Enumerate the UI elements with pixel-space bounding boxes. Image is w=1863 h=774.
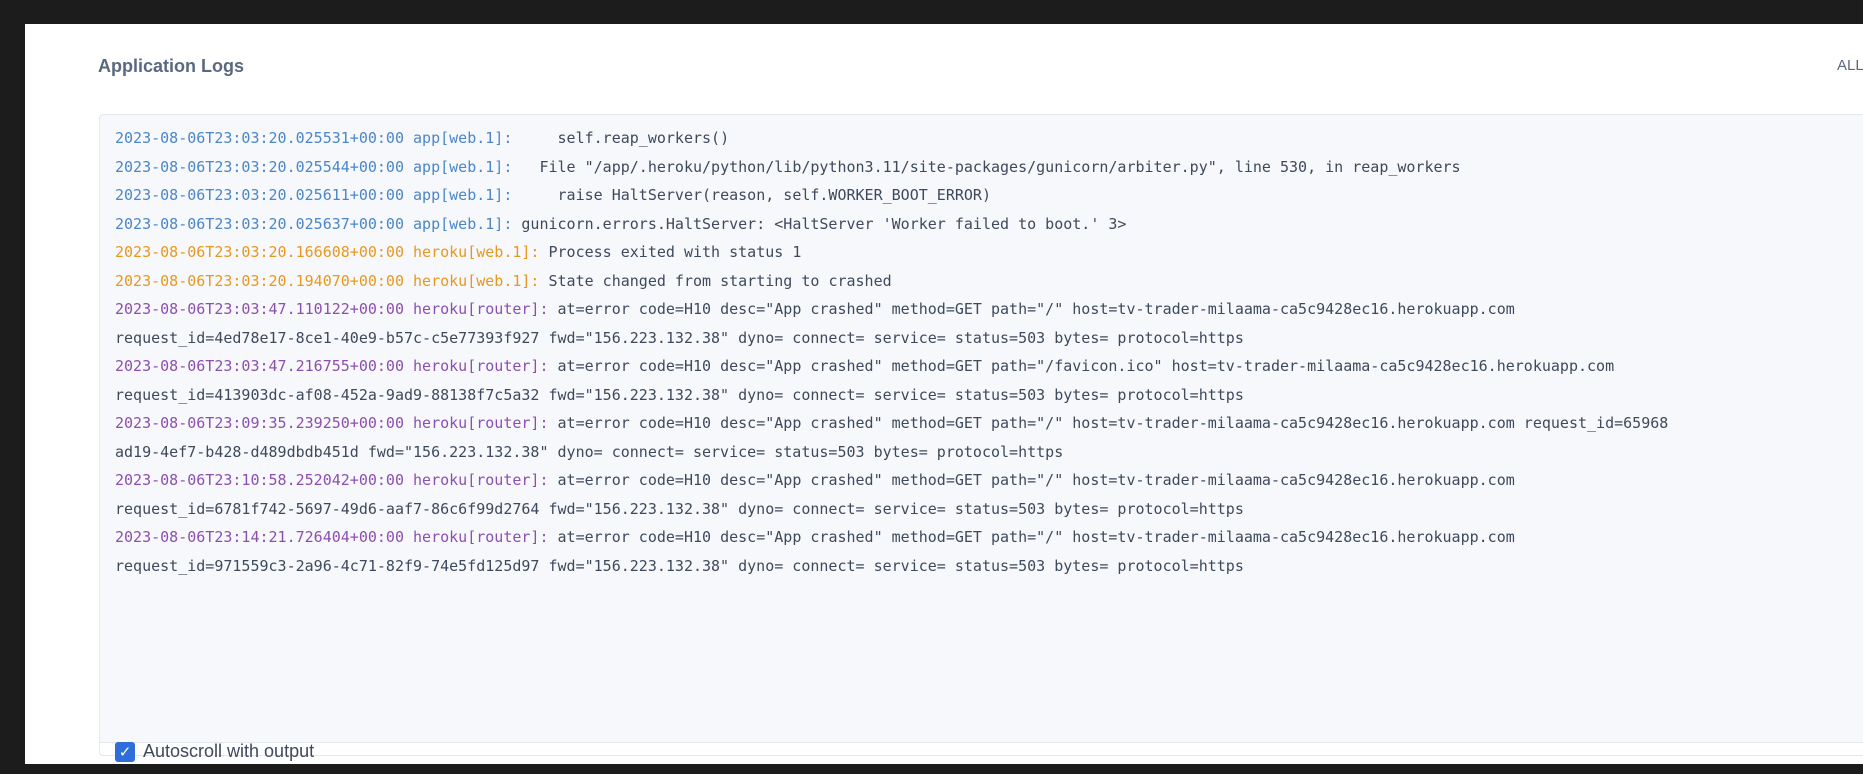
application-logs-panel: Application Logs ALL 2023-08-06T23:03:20… [25,24,1863,764]
log-source: heroku[router]: [413,528,549,546]
autoscroll-checkbox[interactable]: ✓ [115,741,135,762]
log-timestamp: 2023-08-06T23:03:20.025611+00:00 [115,186,404,204]
log-message: gunicorn.errors.HaltServer: <HaltServer … [512,214,1127,233]
log-line: 2023-08-06T23:03:47.216755+00:00 heroku[… [115,352,1863,381]
log-source: heroku[router]: [413,414,549,432]
log-timestamp: 2023-08-06T23:03:20.025637+00:00 [115,214,404,233]
log-timestamp: 2023-08-06T23:09:35.239250+00:00 [115,414,404,432]
log-line: 2023-08-06T23:03:20.025611+00:00 app[web… [115,181,1863,210]
log-message: Process exited with status 1 [539,243,802,261]
log-message: State changed from starting to crashed [539,271,892,290]
log-timestamp: 2023-08-06T23:03:20.025531+00:00 [115,129,404,147]
log-source: heroku[router]: [413,357,549,375]
autoscroll-option[interactable]: ✓ Autoscroll with output [115,741,314,762]
log-line: request_id=4ed78e17-8ce1-40e9-b57c-c5e77… [115,324,1863,353]
log-message: self.reap_workers() [512,129,730,147]
log-source: heroku[web.1]: [413,243,540,261]
log-line: 2023-08-06T23:03:20.025544+00:00 app[web… [115,153,1863,182]
log-message: at=error code=H10 desc="App crashed" met… [548,471,1515,489]
log-line: ad19-4ef7-b428-d489dbdb451d fwd="156.223… [115,438,1863,467]
log-line: 2023-08-06T23:09:35.239250+00:00 heroku[… [115,409,1863,438]
log-timestamp: 2023-08-06T23:03:20.194070+00:00 [115,271,404,290]
checkmark-icon: ✓ [118,742,132,761]
log-message: raise HaltServer(reason, self.WORKER_BOO… [512,186,992,204]
log-timestamp: 2023-08-06T23:10:58.252042+00:00 [115,471,404,489]
log-line: 2023-08-06T23:14:21.726404+00:00 heroku[… [115,523,1863,552]
log-line: 2023-08-06T23:03:20.025637+00:00 app[web… [115,210,1863,239]
log-source: heroku[web.1]: [413,271,540,290]
log-message: at=error code=H10 desc="App crashed" met… [548,414,1669,432]
log-line: request_id=6781f742-5697-49d6-aaf7-86c6f… [115,495,1863,524]
log-timestamp: 2023-08-06T23:14:21.726404+00:00 [115,528,404,546]
log-line: request_id=971559c3-2a96-4c71-82f9-74e5f… [115,552,1863,581]
log-message: ad19-4ef7-b428-d489dbdb451d fwd="156.223… [115,442,1064,461]
log-timestamp: 2023-08-06T23:03:47.216755+00:00 [115,357,404,375]
log-output[interactable]: 2023-08-06T23:03:20.025531+00:00 app[web… [99,114,1863,756]
log-source: heroku[router]: [413,300,549,318]
log-timestamp: 2023-08-06T23:03:47.110122+00:00 [115,300,404,318]
log-source: app[web.1]: [413,157,513,176]
log-line: 2023-08-06T23:03:20.025531+00:00 app[web… [115,124,1863,153]
log-timestamp: 2023-08-06T23:03:20.166608+00:00 [115,243,404,261]
log-timestamp: 2023-08-06T23:03:20.025544+00:00 [115,157,404,176]
log-message: at=error code=H10 desc="App crashed" met… [548,528,1515,546]
page-title: Application Logs [98,56,244,76]
log-message: File "/app/.heroku/python/lib/python3.11… [512,157,1461,176]
log-message: at=error code=H10 desc="App crashed" met… [548,300,1515,318]
log-line: 2023-08-06T23:03:20.194070+00:00 heroku[… [115,267,1863,296]
log-message: request_id=971559c3-2a96-4c71-82f9-74e5f… [115,556,1244,575]
log-footer-divider [100,742,1863,755]
log-line: 2023-08-06T23:03:20.166608+00:00 heroku[… [115,238,1863,267]
log-line: 2023-08-06T23:10:58.252042+00:00 heroku[… [115,466,1863,495]
log-source: app[web.1]: [413,214,513,233]
log-line: request_id=413903dc-af08-452a-9ad9-88138… [115,381,1863,410]
log-message: request_id=6781f742-5697-49d6-aaf7-86c6f… [115,499,1244,518]
autoscroll-label: Autoscroll with output [143,741,315,761]
log-lines: 2023-08-06T23:03:20.025531+00:00 app[web… [115,124,1863,580]
log-message: request_id=4ed78e17-8ce1-40e9-b57c-c5e77… [115,328,1244,347]
log-source: app[web.1]: [413,186,513,204]
log-message: at=error code=H10 desc="App crashed" met… [548,357,1615,375]
log-source: app[web.1]: [413,129,513,147]
log-source: heroku[router]: [413,471,549,489]
log-message: request_id=413903dc-af08-452a-9ad9-88138… [115,385,1244,404]
log-line: 2023-08-06T23:03:47.110122+00:00 heroku[… [115,295,1863,324]
log-filter-selector[interactable]: ALL [1837,57,1863,74]
